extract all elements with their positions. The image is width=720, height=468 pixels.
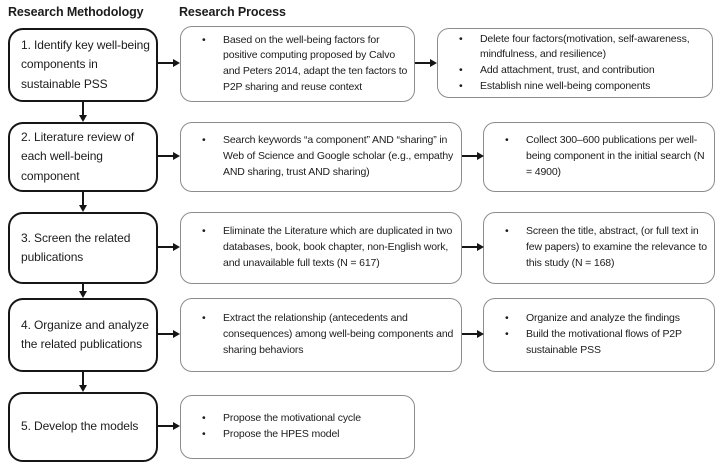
process-box-1-middle: Based on the well-being factors for posi…: [180, 26, 415, 102]
bullet-item: Collect 300–600 publications per well-be…: [490, 133, 708, 180]
process-column-title: Research Process: [179, 5, 286, 19]
arrow-right-icon: [415, 58, 437, 68]
methodology-column-title: Research Methodology: [8, 5, 144, 19]
process-box-3-middle: Eliminate the Literature which are dupli…: [180, 212, 462, 284]
arrow-right-icon: [462, 151, 484, 161]
arrow-right-icon: [158, 58, 180, 68]
bullet-item: Establish nine well-being components: [444, 79, 706, 95]
process-box-4-right: Organize and analyze the findings Build …: [483, 298, 715, 372]
arrow-down-icon: [78, 284, 88, 298]
methodology-step-1: 1. Identify key well-being components in…: [8, 28, 158, 102]
methodology-step-1-label: 1. Identify key well-being components in…: [21, 38, 150, 91]
arrow-down-icon: [78, 102, 88, 122]
arrow-right-icon: [462, 242, 484, 252]
arrow-down-icon: [78, 192, 88, 212]
arrow-right-icon: [462, 329, 484, 339]
methodology-step-5: 5. Develop the models: [8, 392, 158, 462]
bullet-item: Propose the HPES model: [187, 427, 408, 443]
methodology-step-3-label: 3. Screen the related publications: [21, 230, 131, 264]
process-box-1-right: Delete four factors(motivation, self-awa…: [437, 28, 713, 98]
bullet-item: Organize and analyze the findings: [490, 311, 708, 327]
bullet-item: Screen the title, abstract, (or full tex…: [490, 224, 708, 271]
arrow-down-icon: [78, 372, 88, 392]
arrow-right-icon: [158, 242, 180, 252]
bullet-item: Delete four factors(motivation, self-awa…: [444, 32, 706, 64]
arrow-right-icon: [158, 329, 180, 339]
bullet-item: Eliminate the Literature which are dupli…: [187, 224, 455, 271]
process-box-2-middle: Search keywords “a component” AND “shari…: [180, 122, 462, 192]
process-box-5-middle: Propose the motivational cycle Propose t…: [180, 395, 415, 459]
bullet-item: Based on the well-being factors for posi…: [187, 33, 408, 96]
methodology-step-4: 4. Organize and analyze the related publ…: [8, 298, 158, 372]
bullet-item: Build the motivational flows of P2P sust…: [490, 327, 708, 359]
bullet-item: Add attachment, trust, and contribution: [444, 63, 706, 79]
bullet-item: Search keywords “a component” AND “shari…: [187, 133, 455, 180]
methodology-step-3: 3. Screen the related publications: [8, 212, 158, 284]
arrow-right-icon: [158, 421, 180, 431]
arrow-right-icon: [158, 151, 180, 161]
bullet-item: Propose the motivational cycle: [187, 411, 408, 427]
bullet-item: Extract the relationship (antecedents an…: [187, 311, 455, 358]
methodology-step-2: 2. Literature review of each well-being …: [8, 122, 158, 192]
process-box-4-middle: Extract the relationship (antecedents an…: [180, 298, 462, 372]
process-box-3-right: Screen the title, abstract, (or full tex…: [483, 212, 715, 284]
methodology-step-5-label: 5. Develop the models: [21, 419, 139, 434]
methodology-step-2-label: 2. Literature review of each well-being …: [21, 130, 135, 183]
process-box-2-right: Collect 300–600 publications per well-be…: [483, 122, 715, 192]
methodology-step-4-label: 4. Organize and analyze the related publ…: [21, 317, 149, 351]
